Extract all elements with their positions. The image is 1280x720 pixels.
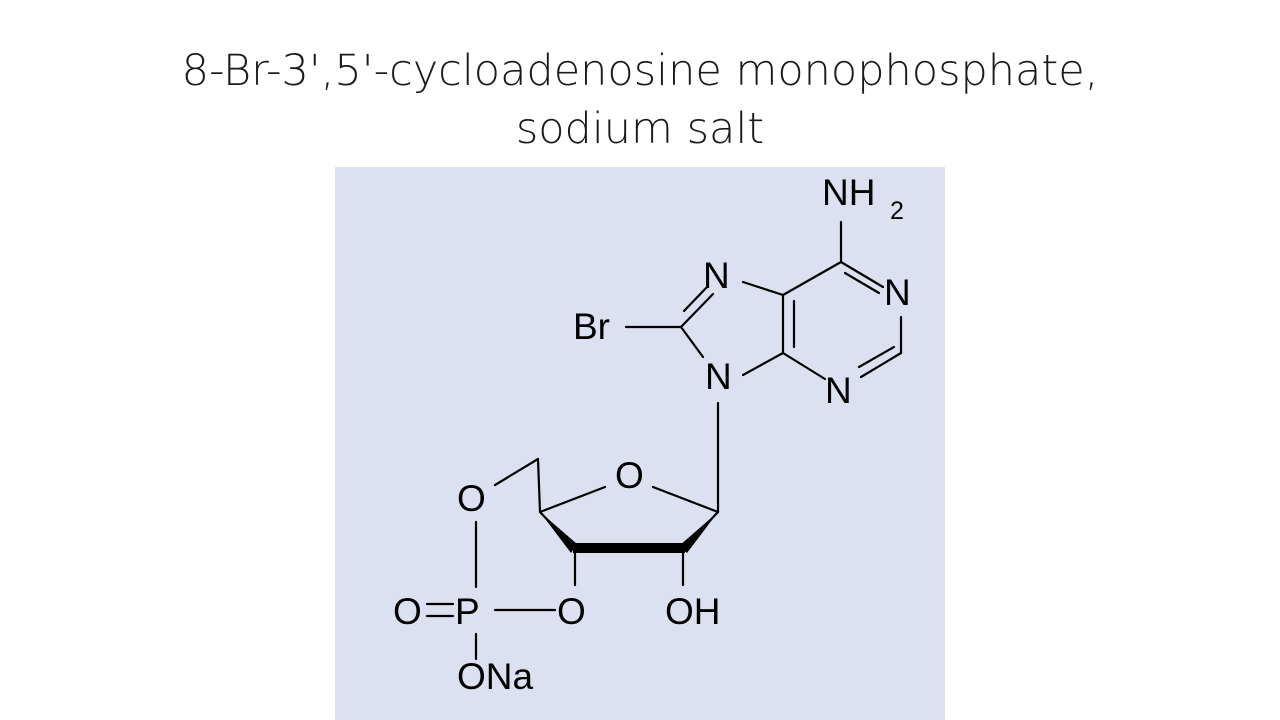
atom-n3: N [825,370,852,411]
wedge-c2prime-c1prime [679,512,718,553]
bond-c5-c6 [781,260,843,297]
atom-n7: N [703,255,730,296]
atom-o5prime: O [457,478,486,519]
bond-c4prime-c5prime [536,457,542,514]
slide-title: 8-Br-3',5'-cycloadenosine monophosphate,… [0,42,1280,158]
bond-c2-n3-double [857,345,896,369]
bond-c1prime-o4prime [651,485,720,514]
atom-o3prime: O [557,591,586,632]
atom-o-ring: O [615,455,644,496]
chemical-structure: NH 2 N N Br N N O O O P O OH ONa [393,172,911,697]
bold-bond-c3prime-c2prime [573,543,685,553]
atom-nh2: NH [822,172,875,213]
bond-c2-n3 [859,351,903,379]
atom-br: Br [573,306,610,347]
title-line-2: sodium salt [515,104,765,154]
bond-c8-n9 [679,325,705,359]
bond-n7-c8 [679,292,715,329]
wedge-c4prime-c3prime [540,512,577,553]
bond-c6-n1-double [843,271,881,295]
atom-p: P [455,591,480,632]
wedge-bonds [540,512,718,553]
bond-c5prime-o5prime [493,457,540,487]
title-line-1: 8-Br-3',5'-cycloadenosine monophosphate, [181,46,1099,96]
atom-oh: OH [665,591,721,632]
atom-n9: N [705,356,732,397]
atom-nh2-subscript: 2 [890,197,904,225]
atom-o-double: O [393,591,422,632]
bond-c5-n7 [741,280,785,297]
chemical-structure-panel: NH 2 N N Br N N O O O P O OH ONa [335,167,945,720]
atom-ona: ONa [457,656,534,697]
atom-n1: N [884,272,911,313]
bond-n3-c4 [781,351,827,381]
bond-n9-c4 [741,351,785,377]
bond-o4prime-c4prime [538,485,607,514]
atom-labels: NH 2 N N Br N N O O O P O OH ONa [393,172,911,697]
bond-n7-c8-double [682,285,709,313]
bond-c6-n1 [839,260,885,289]
bonds [425,220,903,661]
